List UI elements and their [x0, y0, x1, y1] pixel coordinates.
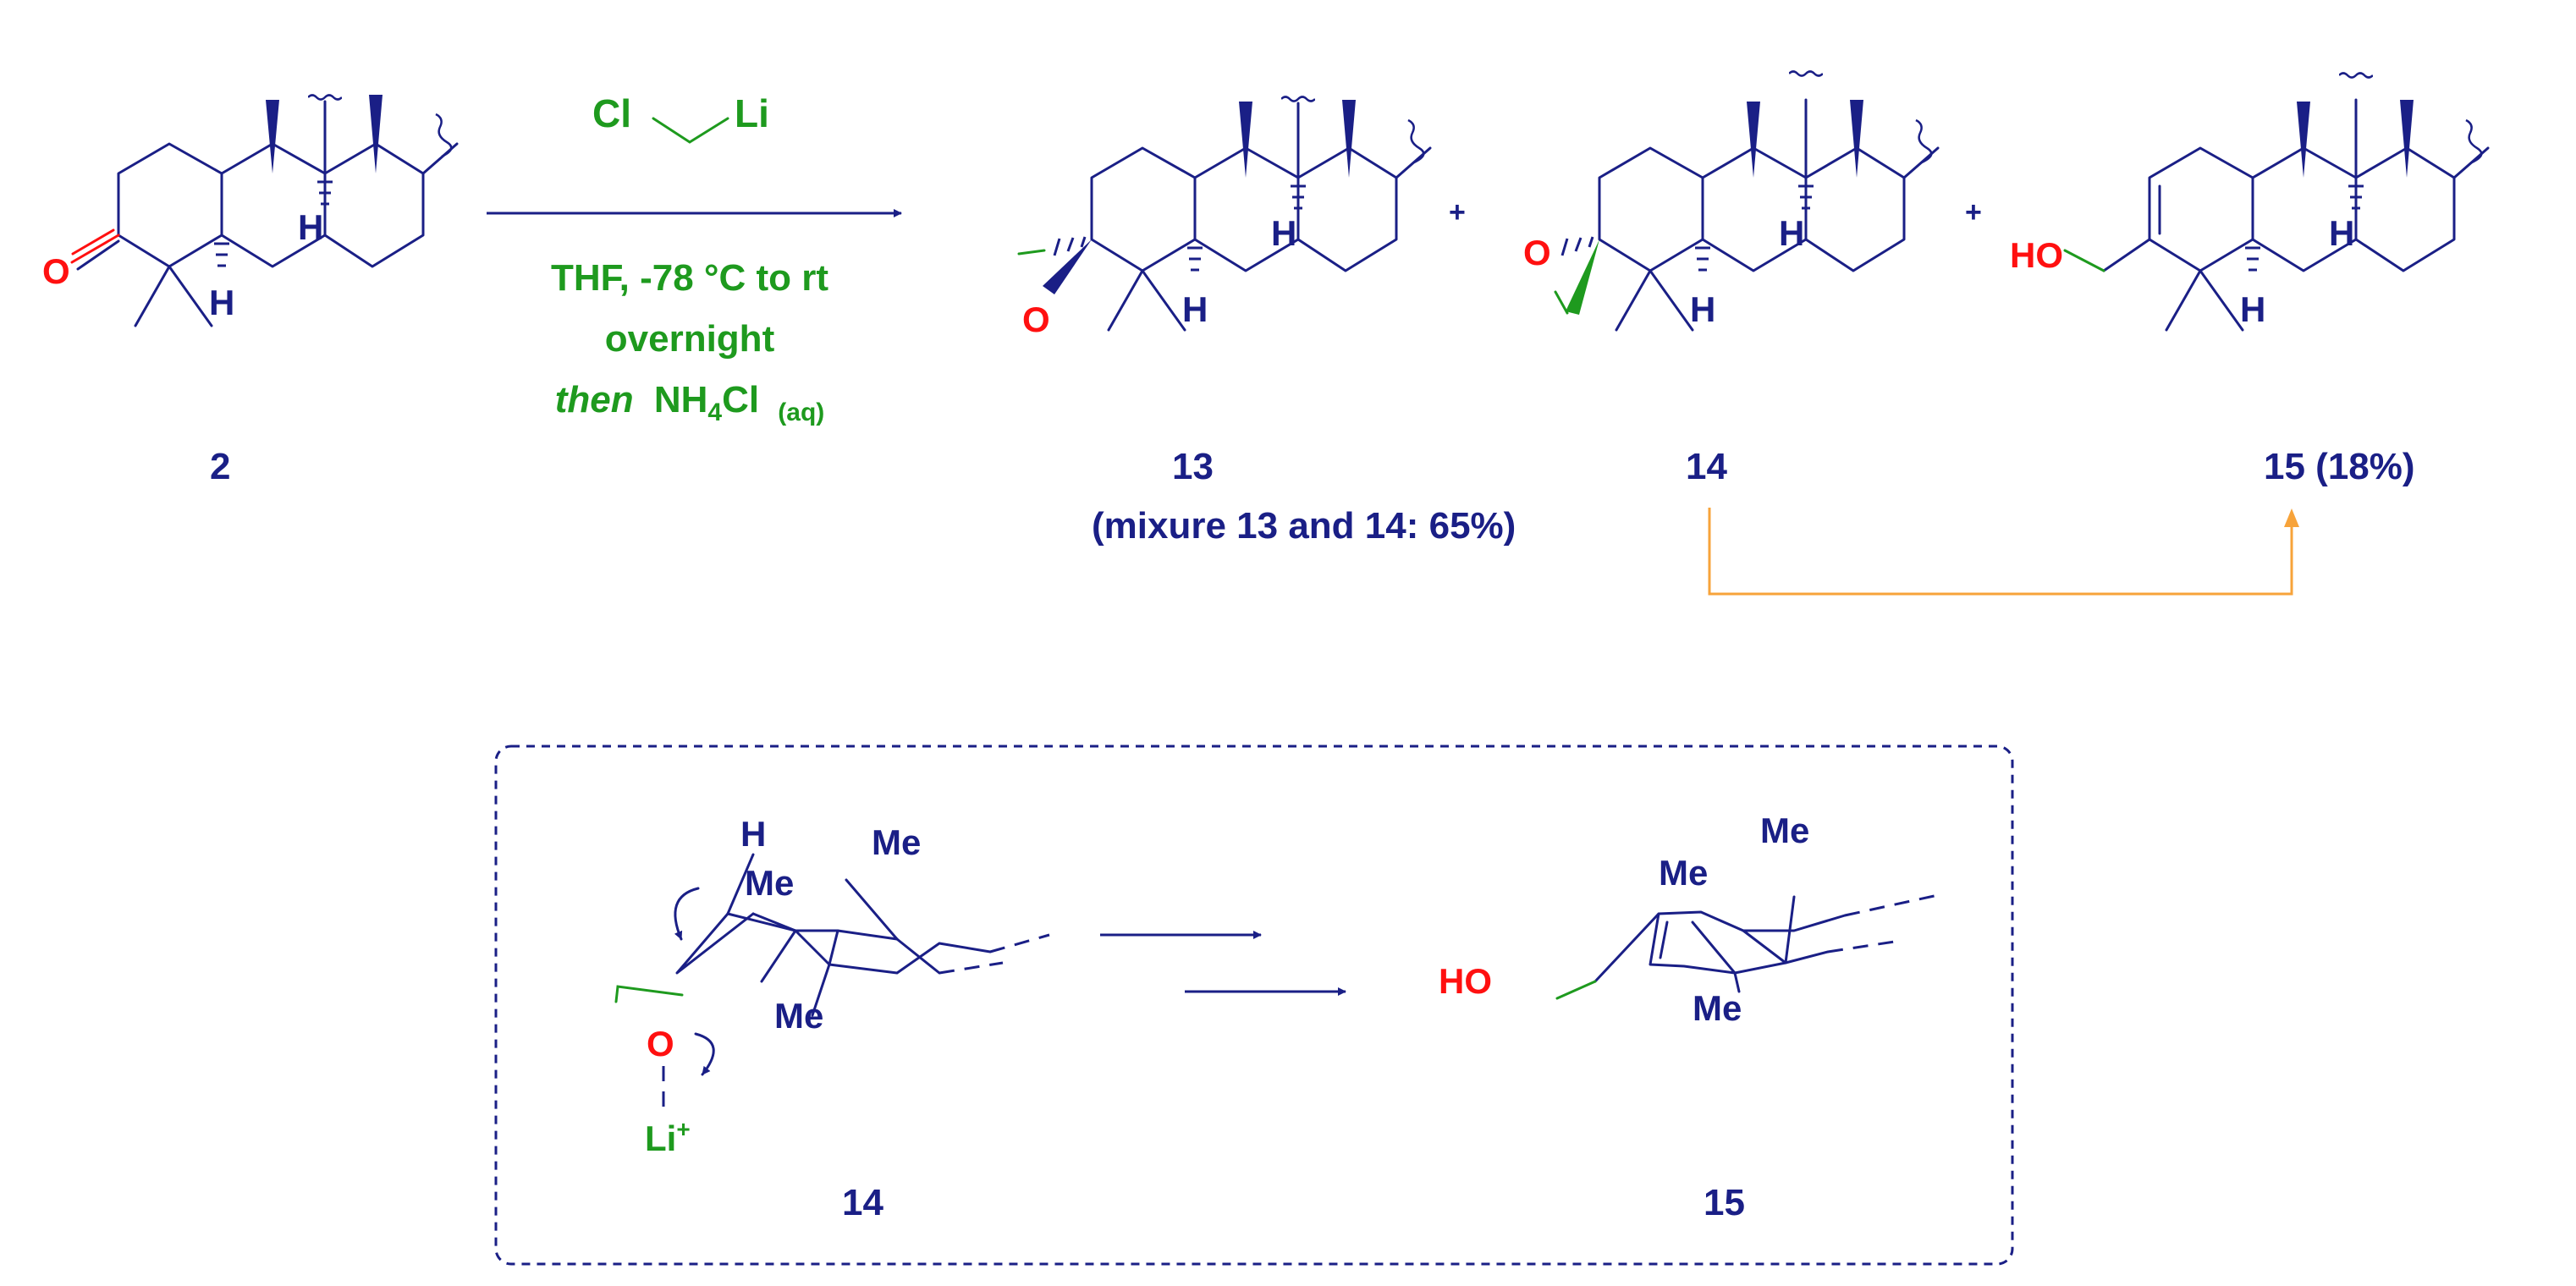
compound-2-structure — [70, 94, 459, 327]
h-label-15b: H — [2240, 289, 2265, 329]
h-label-13b: H — [1182, 289, 1208, 329]
reagent-li: Li — [735, 91, 769, 135]
condition-then: then — [555, 379, 634, 420]
mechanism-15-structure — [1555, 893, 1939, 1000]
conversion-arrow — [1708, 508, 2299, 596]
mech-oxygen: O — [647, 1024, 674, 1063]
mechanism-14-structure — [614, 853, 1050, 1108]
mixture-yield: (mixure 13 and 14: 65%) — [1092, 505, 1516, 547]
compound-15-structure — [2063, 72, 2490, 332]
mech15-me-top: Me — [1760, 811, 1809, 850]
h-label-13a: H — [1271, 213, 1296, 253]
compound-14-label: 14 — [1686, 446, 1727, 487]
condition-nh: NH — [654, 379, 708, 420]
mech-h-label: H — [740, 814, 766, 854]
h-label-14b: H — [1690, 289, 1715, 329]
compound-13-structure — [1017, 96, 1432, 332]
mech-me-mid: Me — [745, 863, 794, 903]
mechanism-box — [494, 745, 2014, 1266]
h-label-14a: H — [1779, 213, 1804, 253]
epoxide-oxygen-13: O — [1022, 300, 1050, 339]
compound-15-label: 15 (18%) — [2264, 446, 2415, 487]
h-label-15a: H — [2329, 213, 2354, 253]
condition-line-1: THF, -78 °C to rt — [551, 257, 828, 299]
mech15-me-bottom: Me — [1693, 988, 1742, 1028]
condition-line-3: then NH4Cl (aq) — [555, 379, 825, 426]
carbonyl-oxygen: O — [42, 251, 70, 291]
compound-13-label: 13 — [1172, 446, 1214, 487]
compound-2-label: 2 — [210, 446, 230, 487]
condition-nh-sub: 4 — [707, 398, 722, 426]
reagent-ch2-bond — [652, 117, 729, 144]
condition-cl: Cl — [722, 379, 759, 420]
mech15-hydroxyl: HO — [1439, 961, 1492, 1001]
plus-sign-1: + — [1449, 196, 1466, 228]
condition-line-2: overnight — [605, 318, 775, 360]
plus-sign-2: + — [1965, 196, 1982, 228]
mech-me-bottom: Me — [774, 996, 823, 1036]
hydroxyl-15: HO — [2010, 235, 2063, 275]
mechanism-label-15: 15 — [1704, 1182, 1745, 1223]
mechanism-label-14: 14 — [842, 1182, 883, 1223]
condition-aq: (aq) — [778, 398, 824, 426]
mech-lithium-charge: + — [676, 1116, 690, 1142]
compound-14-structure — [1554, 70, 1940, 332]
h-label-2b: H — [209, 283, 234, 322]
mech-me-top: Me — [872, 822, 921, 862]
reagent-cl: Cl — [592, 91, 631, 135]
mech15-me-mid: Me — [1659, 853, 1708, 893]
mech-lithium-symbol: Li — [645, 1118, 676, 1158]
h-label-2a: H — [298, 207, 323, 247]
epoxide-oxygen-14: O — [1523, 233, 1551, 272]
mech-lithium: Li+ — [645, 1116, 691, 1158]
